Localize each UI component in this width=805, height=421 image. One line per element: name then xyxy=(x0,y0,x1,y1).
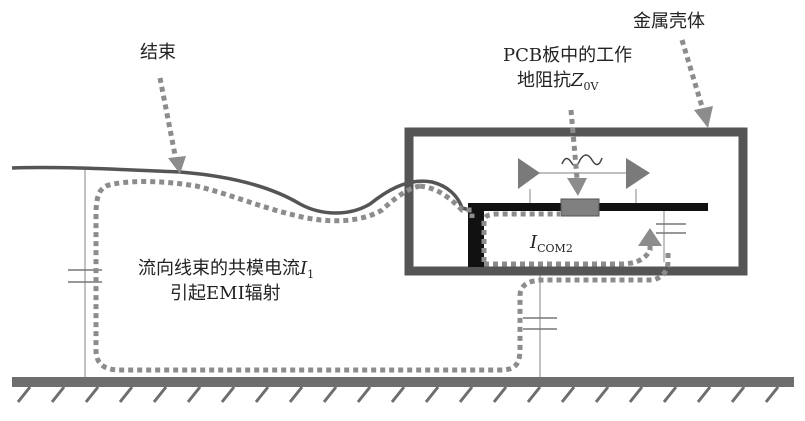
label-common-mode-sub: 1 xyxy=(307,268,315,281)
ground-hatch-stroke xyxy=(424,386,440,403)
ground-hatch-stroke xyxy=(16,386,32,403)
amplifier-triangle-left xyxy=(518,158,540,189)
harness-wire xyxy=(11,165,471,215)
label-pcb-impedance-var: Z xyxy=(571,70,584,91)
noise-squiggle xyxy=(561,154,603,167)
ground-plane xyxy=(12,377,794,387)
label-common-mode-prefix: 流向线束的共模电流 xyxy=(138,258,300,279)
label-icom2-sub: COM2 xyxy=(537,242,573,255)
label-pcb-impedance-prefix: 地阻抗 xyxy=(517,70,571,91)
pointer-harness-head xyxy=(168,156,186,174)
ground-hatch-stroke xyxy=(288,386,304,403)
ground-hatch-stroke xyxy=(628,386,644,403)
ground-hatch-stroke xyxy=(186,386,202,403)
ground-hatch-stroke xyxy=(118,386,134,403)
ground-hatch-stroke xyxy=(492,386,508,403)
ground-hatch-stroke xyxy=(84,386,100,403)
pointer-impedance xyxy=(568,109,580,179)
label-icom2: ICOM2 xyxy=(530,232,573,260)
icom2-arrowhead xyxy=(638,228,662,246)
pointer-housing xyxy=(679,39,706,111)
ground-hatch-stroke xyxy=(152,386,168,403)
label-common-mode-line2: 引起EMI辐射 xyxy=(170,283,281,304)
label-pcb-impedance-line1: PCB板中的工作 xyxy=(503,45,633,66)
impedance-z0v xyxy=(560,198,600,217)
ground-hatch-stroke xyxy=(696,386,712,403)
metal-housing xyxy=(404,127,748,276)
ground-hatch-stroke xyxy=(560,386,576,403)
ground-hatch-stroke xyxy=(764,386,780,403)
pointer-harness xyxy=(157,77,179,161)
label-pcb-impedance-sub: 0V xyxy=(583,80,599,93)
pcb-ground-post xyxy=(468,203,484,267)
ground-hatch-stroke xyxy=(220,386,236,403)
ground-hatch-stroke xyxy=(254,386,270,403)
ground-hatch-stroke xyxy=(662,386,678,403)
ground-hatch-stroke xyxy=(526,386,542,403)
ground-hatch-stroke xyxy=(356,386,372,403)
ground-hatching xyxy=(16,386,780,403)
label-common-mode-var: I xyxy=(300,258,308,279)
label-icom2-var: I xyxy=(530,232,538,253)
label-common-mode-line1: 流向线束的共模电流I1 xyxy=(138,258,314,286)
label-metal-housing: 金属壳体 xyxy=(633,11,705,32)
pointer-impedance-head xyxy=(567,178,587,196)
label-pcb-impedance-line2: 地阻抗Z0V xyxy=(517,70,598,98)
ground-hatch-stroke xyxy=(730,386,746,403)
ground-hatch-stroke xyxy=(594,386,610,403)
ground-hatch-stroke xyxy=(458,386,474,403)
ground-hatch-stroke xyxy=(322,386,338,403)
label-harness: 结束 xyxy=(140,42,176,63)
internal-loop-icom2 xyxy=(481,211,653,267)
amplifier-triangle-right xyxy=(626,158,650,189)
pointer-housing-head xyxy=(694,106,713,128)
common-mode-current-path xyxy=(93,179,671,373)
ground-hatch-stroke xyxy=(390,386,406,403)
ground-hatch-stroke xyxy=(50,386,66,403)
